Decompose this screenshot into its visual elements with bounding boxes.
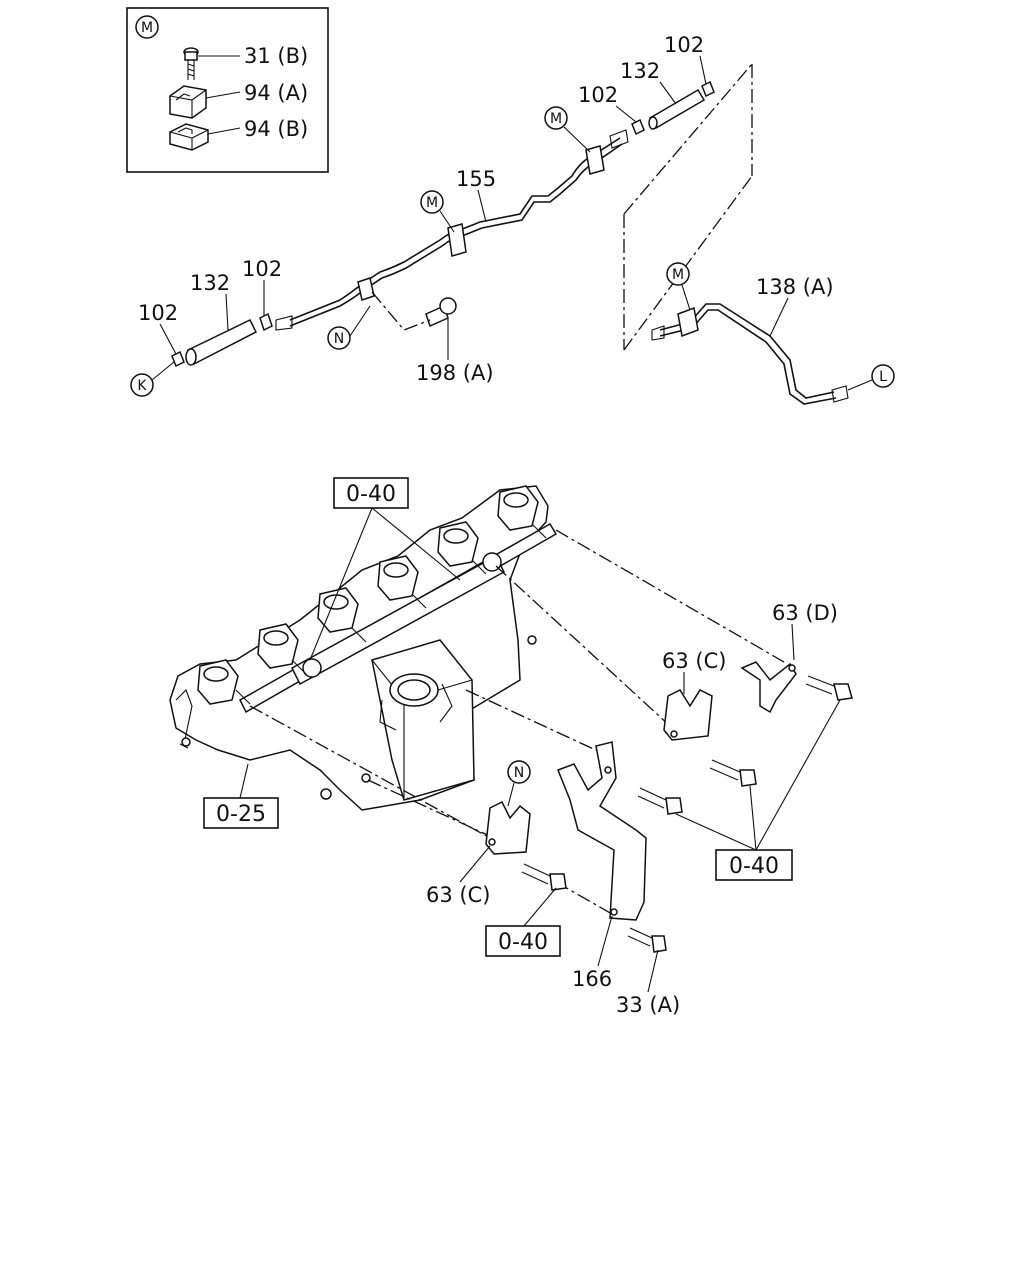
label-132-lower: 132: [190, 271, 230, 295]
inset-detail: M 31 (B) 94 (A) 94 (B): [126, 7, 329, 173]
label-138a: 138 (A): [756, 275, 834, 299]
label-33a: 33 (A): [616, 993, 680, 1017]
hose-132-upper: [648, 88, 706, 130]
svg-text:N: N: [334, 331, 344, 347]
callout-m-138: M: [666, 262, 691, 311]
label-102-lower: 102: [242, 257, 282, 281]
clamp-94b-icon: [169, 123, 209, 151]
hose-132-lower: [187, 319, 258, 366]
svg-text:0-25: 0-25: [216, 802, 266, 827]
label-132-upper: 132: [620, 59, 660, 83]
label-102-k: 102: [138, 301, 178, 325]
callout-n-lower: N: [507, 760, 531, 807]
svg-text:M: M: [672, 267, 684, 283]
bolt-upper-right: [805, 675, 853, 701]
inset-label-31b: 31 (B): [244, 44, 308, 68]
svg-text:0-40: 0-40: [498, 930, 548, 955]
ref-box-040-top: 0-40: [309, 477, 461, 661]
inset-label-94a: 94 (A): [244, 81, 308, 105]
bracket-166: [557, 741, 647, 921]
intake-manifold: [169, 485, 558, 811]
callout-m-left: M: [420, 190, 455, 233]
bolt-mid: [637, 787, 683, 815]
label-155: 155: [456, 167, 496, 191]
bolt-33a: [627, 927, 667, 953]
svg-text:0-40: 0-40: [346, 482, 396, 507]
inset-marker: M: [141, 20, 153, 36]
svg-text:0-40: 0-40: [729, 854, 779, 879]
label-198a: 198 (A): [416, 361, 494, 385]
ref-box-040-bottom: 0-40: [485, 887, 561, 957]
svg-text:L: L: [879, 369, 887, 385]
label-63d: 63 (D): [772, 601, 838, 625]
label-63c-left: 63 (C): [426, 883, 490, 907]
label-166: 166: [572, 967, 612, 991]
runner-ports: [197, 485, 539, 705]
callout-k: K: [130, 361, 175, 397]
callout-l: L: [847, 364, 895, 391]
inset-label-94b: 94 (B): [244, 117, 308, 141]
pipe-155: [289, 137, 621, 321]
bracket-63c-right: [663, 689, 713, 741]
svg-text:M: M: [550, 111, 562, 127]
bracket-63c-left: [485, 800, 531, 855]
svg-text:M: M: [426, 195, 438, 211]
callout-m-right: M: [544, 106, 591, 153]
bolt-mid-right: [709, 759, 757, 787]
svg-text:K: K: [137, 378, 147, 394]
label-102-upper-left: 102: [578, 83, 618, 107]
label-63c-right: 63 (C): [662, 649, 726, 673]
inset-frame: [126, 7, 329, 173]
ref-box-040-right: 0-40: [675, 699, 841, 881]
bolt-lower-left: [521, 863, 567, 891]
label-102-upper-right: 102: [664, 33, 704, 57]
fuel-pipe-assembly: [171, 63, 849, 405]
svg-text:N: N: [514, 765, 524, 781]
callout-n-upper: N: [327, 326, 351, 350]
clamp-94a-icon: [169, 85, 207, 119]
bolt-31b-icon: [183, 47, 199, 80]
bracket-63d: [740, 661, 797, 714]
bolt-198a-icon: [425, 297, 457, 328]
ref-box-025: 0-25: [203, 763, 279, 829]
inset-marker-circle: [135, 15, 159, 39]
